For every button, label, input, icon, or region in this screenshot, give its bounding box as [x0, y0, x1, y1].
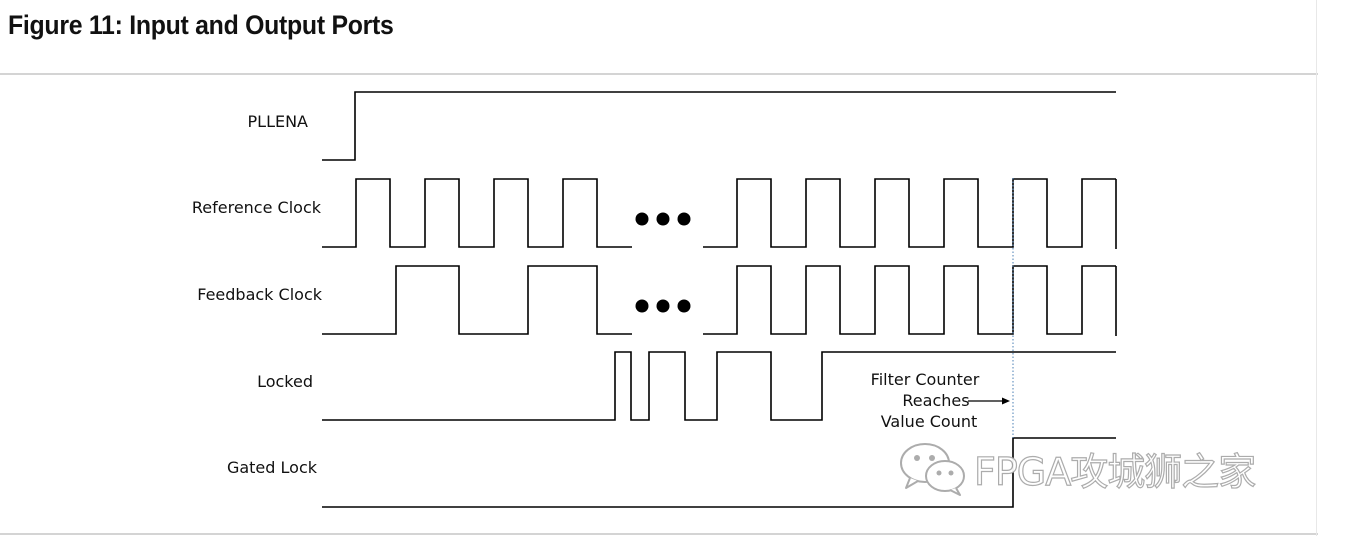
figure-title: Figure 11: Input and Output Ports — [8, 10, 394, 40]
annotation-arrow — [968, 397, 1010, 405]
annotation-line-2: Reaches — [902, 391, 969, 410]
right-border — [1316, 0, 1317, 536]
label-locked: Locked — [257, 372, 313, 391]
ellipsis-feedback-clock — [635, 299, 691, 313]
watermark: FPGA攻城狮之家 — [898, 440, 1257, 496]
annotation-line-1: Filter Counter — [871, 370, 980, 389]
label-gated-lock: Gated Lock — [227, 458, 318, 477]
wave-reference-clock — [322, 178, 1116, 248]
top-divider — [0, 73, 1318, 75]
wave-locked — [322, 351, 1116, 421]
watermark-text: FPGA攻城狮之家 — [973, 449, 1256, 494]
label-feedback-clock: Feedback Clock — [197, 285, 322, 304]
bottom-divider — [0, 533, 1318, 535]
wave-gated-lock — [322, 437, 1116, 508]
label-reference-clock: Reference Clock — [192, 198, 322, 217]
ellipsis-reference-clock — [635, 212, 691, 226]
annotation-line-3: Value Count — [881, 412, 978, 431]
label-pllena: PLLENA — [248, 112, 309, 131]
wechat-icon — [900, 443, 965, 496]
wave-feedback-clock — [322, 265, 1116, 335]
wave-pllena — [322, 91, 1116, 161]
